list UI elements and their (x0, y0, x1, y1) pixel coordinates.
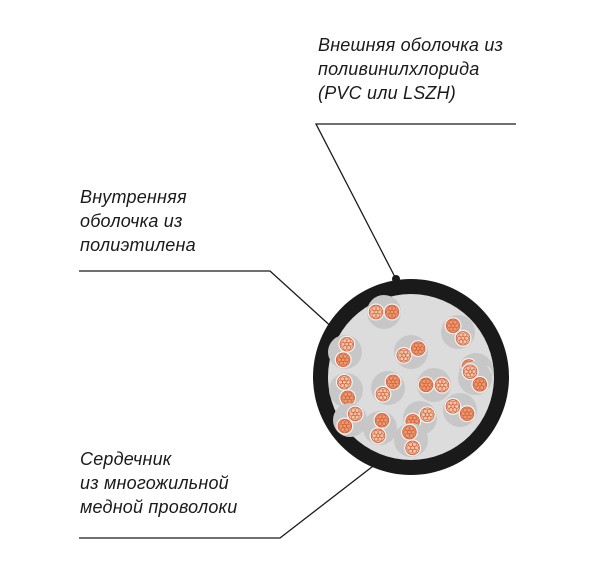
copper-conductor (462, 364, 478, 379)
copper-conductor (375, 386, 391, 402)
inner-sheath-label-line-3: полиэтилена (80, 235, 196, 255)
copper-conductor (472, 377, 488, 392)
wire-pair (328, 335, 362, 369)
copper-conductor (445, 399, 461, 414)
copper-conductor (396, 348, 411, 363)
outer-sheath-label-line-2: поливинилхлорида (318, 59, 480, 79)
copper-conductor (335, 352, 351, 367)
core-label-line-3: медной проволоки (80, 497, 238, 517)
leader-line-core (79, 435, 413, 539)
inner-sheath-label-line-1: Внутренняя (80, 187, 187, 207)
leader-lines (79, 123, 516, 539)
wire-pair (441, 315, 475, 349)
wire-pair (329, 373, 363, 407)
copper-conductor (434, 377, 450, 393)
leader-line-inner-sheath (79, 270, 336, 331)
wire-pair (367, 295, 401, 329)
outer-sheath-label-line-3: (PVC или LSZH) (318, 83, 456, 103)
copper-conductor (370, 428, 386, 443)
copper-conductor (385, 374, 401, 390)
copper-conductor (337, 418, 353, 434)
core-label: Сердечник из многожильной медной проволо… (80, 447, 237, 519)
wire-pair (333, 403, 367, 437)
copper-conductor (418, 377, 434, 393)
copper-conductor (339, 337, 355, 352)
leader-line-outer-sheath (314, 123, 516, 280)
cable (313, 279, 509, 475)
inner-sheath-label: Внутренняя оболочка из полиэтилена (80, 185, 196, 257)
wire-pair (417, 368, 451, 402)
wire-pair (394, 335, 428, 369)
wire-pair (443, 393, 477, 427)
copper-conductor (420, 407, 435, 422)
inner-sheath-label-line-2: оболочка из (80, 211, 183, 231)
wire-pair (394, 423, 428, 457)
twisted-pairs (328, 295, 493, 457)
core-label-line-2: из многожильной (80, 473, 229, 493)
copper-conductor (459, 406, 475, 421)
copper-conductor (445, 318, 461, 333)
copper-conductor (402, 424, 417, 440)
copper-conductor (347, 406, 363, 422)
copper-conductor (405, 440, 420, 456)
wire-pair (371, 371, 405, 405)
copper-conductor (368, 304, 384, 320)
wire-pair (458, 361, 492, 395)
copper-conductor (340, 390, 355, 406)
copper-conductor (374, 413, 390, 428)
copper-conductor (411, 341, 426, 356)
wire-pair (363, 411, 397, 445)
outer-sheath-label-line-1: Внешняя оболочка из (318, 35, 504, 55)
copper-conductor (455, 331, 471, 346)
copper-conductor (384, 304, 400, 320)
outer-sheath-label: Внешняя оболочка из поливинилхлорида (PV… (318, 33, 503, 105)
core-label-line-1: Сердечник (80, 449, 172, 469)
copper-conductor (337, 374, 352, 390)
